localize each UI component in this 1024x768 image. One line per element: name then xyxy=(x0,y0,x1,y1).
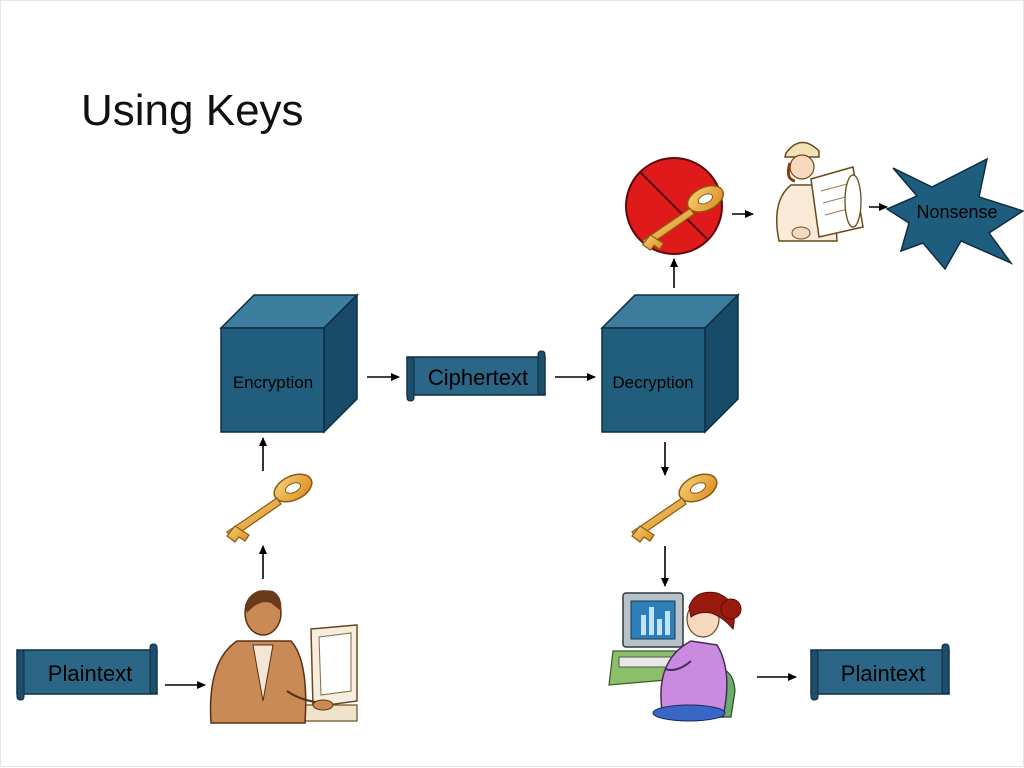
ciphertext-label: Ciphertext xyxy=(428,365,528,390)
decryption-box-front xyxy=(601,327,706,433)
decryption-box: Decryption xyxy=(600,293,740,434)
ciphertext-scroll: Ciphertext xyxy=(406,350,546,402)
encryption-label: Encryption xyxy=(233,373,313,392)
receiver-person-icon xyxy=(608,591,742,722)
plaintext-output-label: Plaintext xyxy=(841,661,925,686)
nonsense-label: Nonsense xyxy=(916,202,997,222)
encryption-key-icon xyxy=(226,467,317,543)
arrows xyxy=(165,203,888,689)
sender-person-icon xyxy=(209,590,358,724)
plaintext-input-label: Plaintext xyxy=(48,661,132,686)
encryption-box: Encryption xyxy=(219,293,359,434)
decryption-label: Decryption xyxy=(612,373,693,392)
encryption-box-front xyxy=(220,327,325,433)
nonsense-burst: Nonsense xyxy=(885,157,1024,271)
plaintext-input-scroll: Plaintext xyxy=(16,643,158,701)
slide-title: Using Keys xyxy=(81,86,304,135)
plaintext-output-scroll: Plaintext xyxy=(810,643,950,701)
decryption-key-icon xyxy=(631,467,722,543)
confused-worker-icon xyxy=(776,141,864,242)
wrong-key-forbidden-icon xyxy=(625,157,729,255)
